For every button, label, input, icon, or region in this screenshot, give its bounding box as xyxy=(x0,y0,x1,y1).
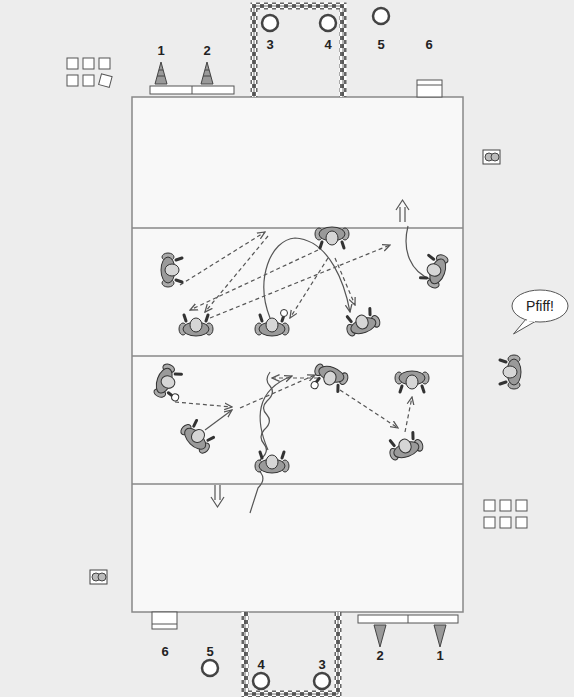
callout-number: 6 xyxy=(425,37,432,52)
callout-number: 1 xyxy=(157,43,164,58)
player-figure xyxy=(255,452,289,473)
speech-bubble: Pfiff! xyxy=(515,290,565,322)
player-figure xyxy=(161,253,182,287)
callout-number: 3 xyxy=(318,657,325,672)
player-figure xyxy=(178,417,217,456)
callout-number: 3 xyxy=(266,37,273,52)
player-figure xyxy=(395,371,429,392)
bubble-body xyxy=(512,290,568,322)
player-figure xyxy=(500,355,521,389)
player-figure xyxy=(152,362,189,403)
player-figure xyxy=(255,310,289,337)
callout-number: 2 xyxy=(376,648,383,663)
callout-number: 2 xyxy=(203,43,210,58)
callout-number: 6 xyxy=(161,644,168,659)
player-figure xyxy=(179,315,213,336)
player-figure xyxy=(309,362,350,399)
player-figure xyxy=(386,431,425,462)
callout-number: 4 xyxy=(257,657,264,672)
speech-text: Pfiff! xyxy=(526,298,554,314)
bubble-tail xyxy=(514,319,537,334)
player-figure xyxy=(315,227,349,248)
callout-number: 5 xyxy=(377,37,384,52)
player-figure xyxy=(419,251,450,290)
callout-number: 1 xyxy=(436,648,443,663)
player-figure xyxy=(343,307,382,338)
callout-number: 5 xyxy=(206,644,213,659)
callout-number: 4 xyxy=(324,37,331,52)
